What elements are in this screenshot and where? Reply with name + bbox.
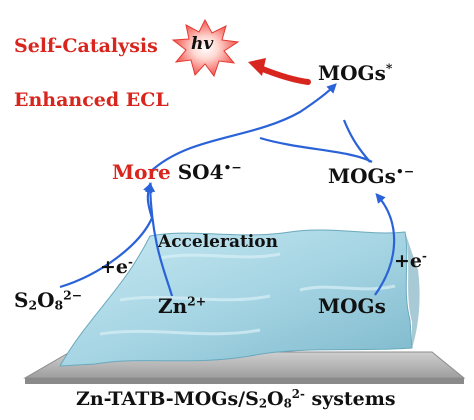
reaction-arrows bbox=[59, 83, 396, 297]
mogs-label: MOGs bbox=[318, 294, 386, 318]
photon-label: hv bbox=[191, 34, 214, 54]
enhanced-ecl-label: Enhanced ECL bbox=[14, 89, 169, 111]
arrow-so4-to-mogs-star bbox=[149, 83, 337, 173]
arrow-mogs-to-radical bbox=[374, 192, 396, 296]
mogs-excited-label: MOGs* bbox=[318, 60, 393, 85]
arrow-zn-to-so4 bbox=[145, 182, 174, 297]
self-catalysis-label: Self-Catalysis bbox=[14, 35, 158, 57]
zinc-ion-label: Zn2+ bbox=[158, 293, 207, 318]
arrow-radical-up bbox=[342, 119, 371, 163]
gel-slab bbox=[59, 229, 420, 367]
arrow-so4-to-mogs-radical-star bbox=[259, 136, 373, 163]
more-sulfate-radical-label: More SO4•− bbox=[112, 159, 242, 184]
electron-gain-left-label: +e- bbox=[100, 254, 133, 278]
electron-gain-right-label: +e- bbox=[394, 248, 427, 272]
mogs-radical-anion-label: MOGs•− bbox=[328, 163, 415, 188]
acceleration-label: Acceleration bbox=[158, 232, 278, 252]
system-caption: Zn-TATB-MOGs/S2O82- systems bbox=[76, 386, 396, 411]
arrow-s2o8-to-so4 bbox=[59, 182, 154, 289]
persulfate-label: S2O82− bbox=[14, 287, 83, 313]
emission-arrow bbox=[248, 58, 311, 85]
light-burst bbox=[171, 18, 240, 78]
